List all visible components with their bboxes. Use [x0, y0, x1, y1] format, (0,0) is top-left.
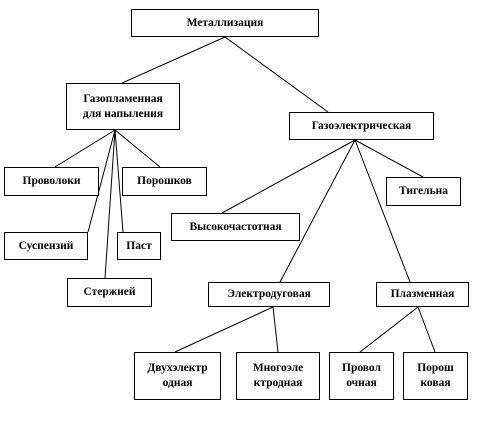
- edge-root-gaselectric: [224, 36, 329, 113]
- edge-gaselectric-crucible: [354, 139, 424, 178]
- node-pastes: Паст: [117, 232, 161, 260]
- edge-plasma-wire: [359, 306, 419, 353]
- edge-gasflame-pastes: [114, 129, 124, 233]
- node-rods: Стержней: [67, 278, 152, 307]
- node-metallization: Металлизация: [131, 9, 319, 37]
- edge-gasflame-wires: [54, 129, 116, 168]
- edge-gaselectric-plasma: [354, 139, 411, 283]
- edge-gaselectric-arc: [279, 139, 356, 283]
- edge-gasflame-powders: [114, 129, 161, 168]
- node-gas-flame: Газопламенная для напыления: [66, 83, 180, 130]
- node-crucible: Тигельна: [386, 177, 461, 206]
- edge-arc-twoelectrode: [174, 306, 274, 353]
- node-powder-plasma: Порош ковая: [403, 352, 468, 400]
- node-multi-electrode: Многоэле ктродная: [236, 352, 320, 400]
- edge-gaselectric-highfreq: [221, 139, 356, 214]
- node-wires: Проволоки: [4, 167, 99, 196]
- node-gas-electric: Газоэлектрическая: [289, 112, 434, 140]
- node-wire-plasma: Провол очная: [329, 352, 394, 400]
- node-high-frequency: Высокочастотная: [171, 213, 300, 241]
- edge-plasma-powder: [417, 306, 436, 353]
- node-plasma: Плазменная: [376, 282, 469, 307]
- node-two-electrode: Двухэлектр одная: [134, 352, 221, 400]
- node-powders: Порошков: [122, 167, 207, 196]
- edge-gasflame-rods: [104, 129, 116, 279]
- node-suspensions: Суспензий: [4, 232, 88, 260]
- edge-arc-multielectrode: [272, 306, 279, 353]
- node-electric-arc: Электродуговая: [208, 282, 330, 307]
- edge-gasflame-suspensions: [87, 129, 116, 233]
- edge-root-gasflame: [121, 36, 226, 84]
